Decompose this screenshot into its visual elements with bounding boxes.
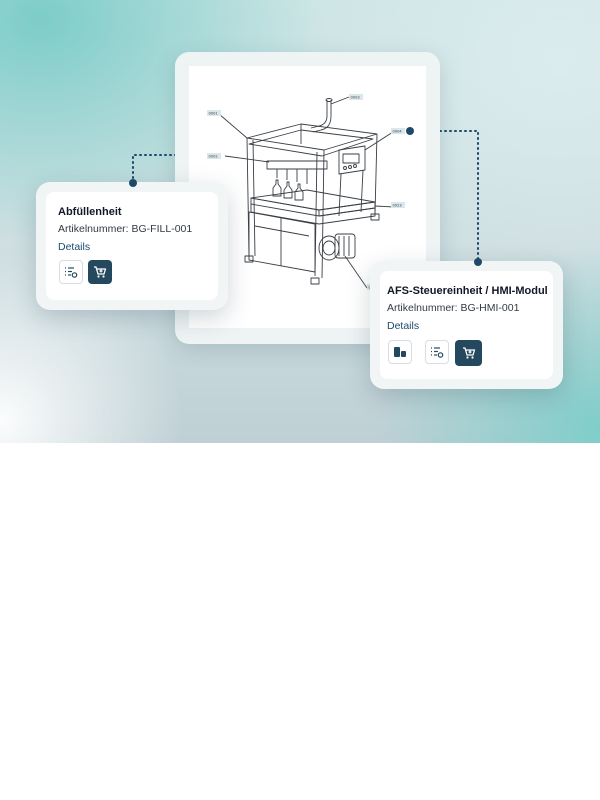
parts-list-button[interactable] xyxy=(59,260,83,284)
list-settings-icon xyxy=(431,347,444,358)
part-label: 0002 xyxy=(209,155,218,159)
callout-card-fill: Abfüllenheit Artikelnummer: BG-FILL-001 … xyxy=(36,182,228,310)
list-settings-icon xyxy=(65,267,78,278)
callout-card-hmi: AFS-Steuereinheit / HMI-Modul Artikelnum… xyxy=(370,261,563,389)
details-link[interactable]: Details xyxy=(58,241,91,253)
article-number: Artikelnummer: BG-FILL-001 xyxy=(58,223,193,235)
part-label: 0023 xyxy=(393,204,402,208)
product-title: AFS-Steuereinheit / HMI-Modul xyxy=(387,285,548,297)
details-link[interactable]: Details xyxy=(387,320,420,332)
component-icon xyxy=(394,347,406,357)
connector-dot xyxy=(474,258,482,266)
add-to-cart-button[interactable] xyxy=(455,340,482,366)
add-to-cart-button[interactable] xyxy=(88,260,112,284)
cart-icon xyxy=(94,266,107,278)
connector-dot xyxy=(406,127,414,135)
component-button[interactable] xyxy=(388,340,412,364)
parts-list-button[interactable] xyxy=(425,340,449,364)
cart-icon xyxy=(462,347,475,359)
part-label: 0003 xyxy=(351,96,360,100)
part-label: 0001 xyxy=(209,112,218,116)
connector-dot xyxy=(129,179,137,187)
part-label: 0004 xyxy=(393,130,403,134)
article-number: Artikelnummer: BG-HMI-001 xyxy=(387,302,520,314)
product-title: Abfüllenheit xyxy=(58,206,122,218)
